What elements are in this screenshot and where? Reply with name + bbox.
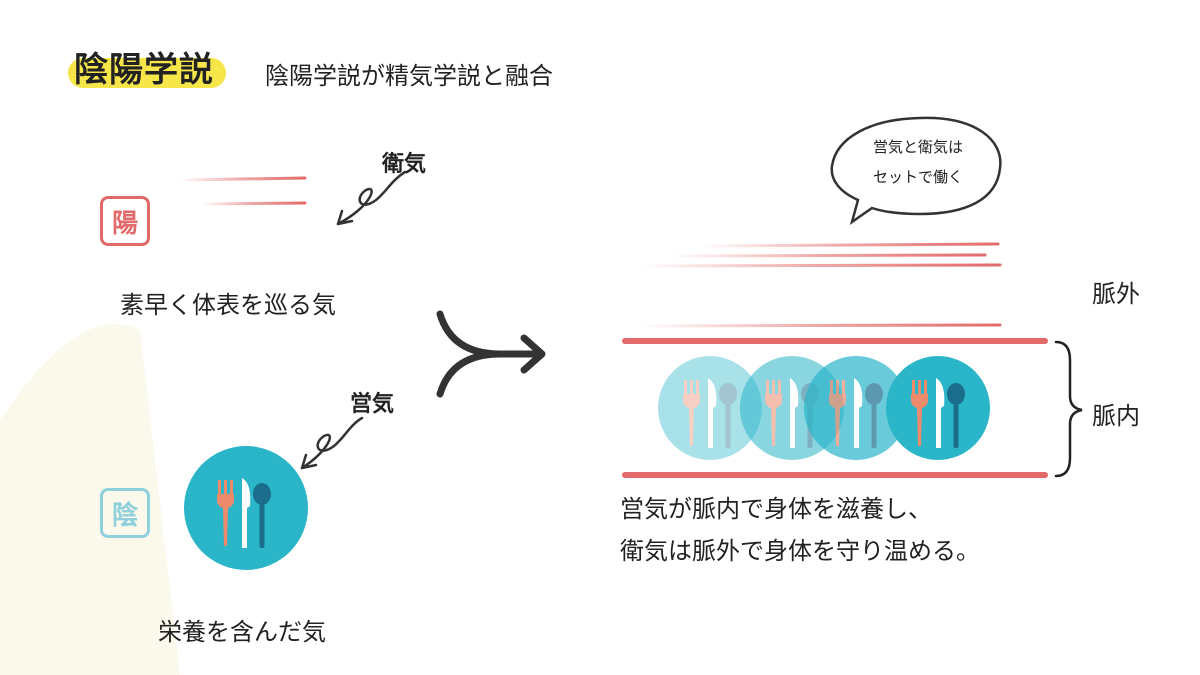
bubble-line-1: 営気と衛気は <box>872 138 963 156</box>
ying-circle-left <box>184 446 308 570</box>
ying-circle-1 <box>658 356 762 460</box>
vessel-wall-bottom <box>622 472 1048 478</box>
ying-circle-3 <box>804 356 908 460</box>
wei-label: 衛気 <box>382 152 427 177</box>
ying-pointer-arrow <box>300 416 364 470</box>
vessel-wall-top <box>622 338 1048 344</box>
merge-arrow <box>436 310 546 398</box>
yang-badge: 陽 <box>100 196 150 246</box>
yin-badge: 陰 <box>100 488 150 538</box>
description-line-1: 営気が脈内で身体を滋養し、 <box>620 495 932 523</box>
page-title: 陰陽学説 <box>74 50 214 90</box>
yin-caption: 栄養を含んだ気 <box>158 618 326 646</box>
background-glow <box>0 324 180 675</box>
description-line-2: 衛気は脈外で身体を守り温める。 <box>620 537 980 565</box>
outside-label: 脈外 <box>1092 280 1140 308</box>
wei-streaks-right <box>638 242 1004 328</box>
inside-brace <box>1054 340 1083 478</box>
ying-circle-4 <box>886 356 990 460</box>
bubble-line-2: セットで働く <box>872 168 963 186</box>
page-subtitle: 陰陽学説が精気学説と融合 <box>265 62 553 90</box>
title-highlight <box>68 58 226 88</box>
speech-bubble <box>830 116 1002 226</box>
wei-streaks-left <box>173 176 317 254</box>
ying-label: 営気 <box>350 392 395 417</box>
wei-pointer-arrow <box>336 170 407 226</box>
yang-caption: 素早く体表を巡る気 <box>120 291 336 319</box>
inside-label: 脈内 <box>1092 402 1140 430</box>
bubble-text: 営気と衛気は セットで働く <box>843 132 993 192</box>
description: 営気が脈内で身体を滋養し、 衛気は脈外で身体を守り温める。 <box>620 488 980 572</box>
